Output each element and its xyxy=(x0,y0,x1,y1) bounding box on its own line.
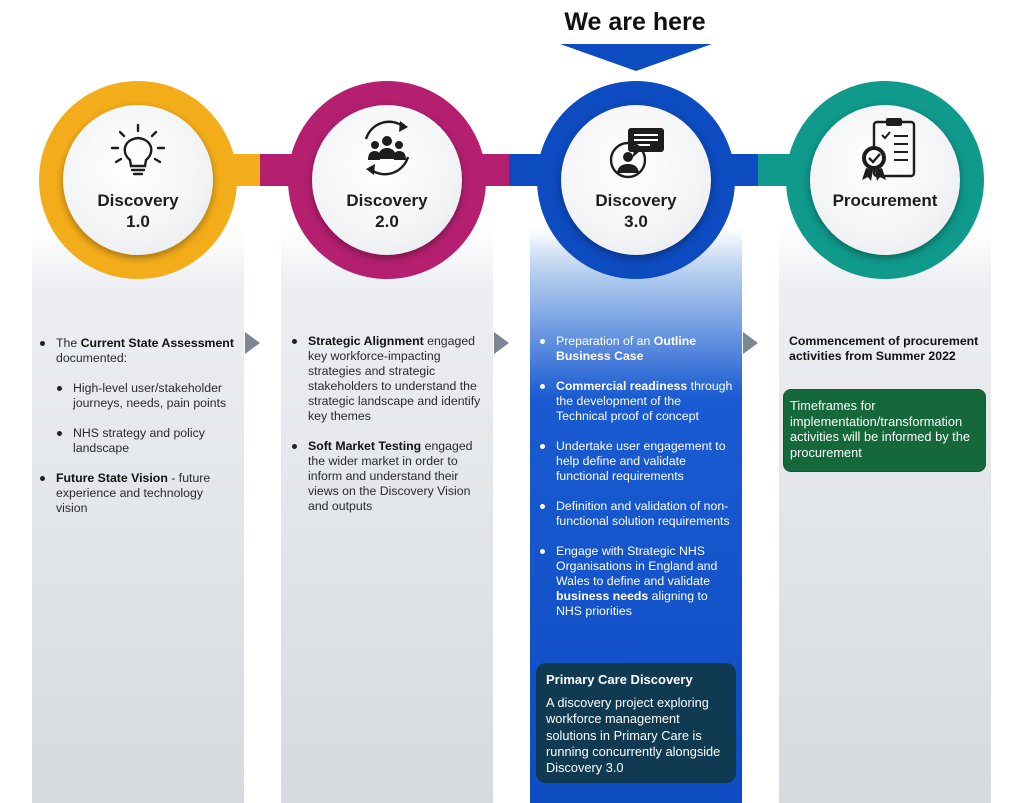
stage-1-column xyxy=(32,228,244,803)
stage-3-bullet-1: Preparation of an Outline Business Case xyxy=(539,334,735,364)
stage-3-bullet-4: Definition and validation of non-functio… xyxy=(539,499,735,529)
stage-1-content: The Current State Assessment documented:… xyxy=(39,336,235,516)
stage-2-bullet-2: Soft Market Testing engaged the wider ma… xyxy=(291,439,485,514)
panel-body: A discovery project exploring workforce … xyxy=(546,695,721,776)
we-are-here-label: We are here xyxy=(564,8,706,36)
stage-3-bullet-5: Engage with Strategic NHS Organisations … xyxy=(539,544,735,619)
stage-1-bullet-2: Future State Vision - future experience … xyxy=(39,471,235,516)
chevron-right-icon xyxy=(245,332,260,354)
stage-2-disc xyxy=(312,105,462,255)
stage-2-column xyxy=(281,228,493,803)
presentation-chat-icon xyxy=(609,128,664,179)
stage-4-disc xyxy=(810,105,960,255)
people-cycle-icon xyxy=(364,120,410,176)
stage-3-content: Preparation of an Outline Business Case … xyxy=(539,334,735,619)
stage-1-sub-bullet-1: High-level user/stakeholder journeys, ne… xyxy=(56,381,235,411)
timeframes-text: Timeframes for implementation/transforma… xyxy=(790,398,970,460)
lightbulb-icon xyxy=(110,123,166,176)
primary-care-discovery-panel: Primary Care Discovery A discovery proje… xyxy=(536,663,736,783)
panel-title: Primary Care Discovery xyxy=(546,672,693,687)
clipboard-badge-icon xyxy=(862,118,916,181)
chevron-right-icon xyxy=(494,332,509,354)
down-arrow-icon xyxy=(560,44,712,71)
chevron-right-icon xyxy=(743,332,758,354)
stage-4-column xyxy=(779,228,991,803)
stage-1-bullet-1: The Current State Assessment documented: xyxy=(39,336,235,366)
timeframes-panel: Timeframes for implementation/transforma… xyxy=(783,389,986,472)
stage-3-bullet-2: Commercial readiness through the develop… xyxy=(539,379,735,424)
stage-2-content: Strategic Alignment engaged key workforc… xyxy=(291,334,485,514)
stage-2-bullet-1: Strategic Alignment engaged key workforc… xyxy=(291,334,485,424)
stage-1-sub-bullet-2: NHS strategy and policy landscape xyxy=(56,426,235,456)
stage-4-lead: Commencement of procurement activities f… xyxy=(789,334,979,363)
stage-4-title: Procurement xyxy=(832,191,938,210)
stage-3-bullet-3: Undertake user engagement to help define… xyxy=(539,439,735,484)
